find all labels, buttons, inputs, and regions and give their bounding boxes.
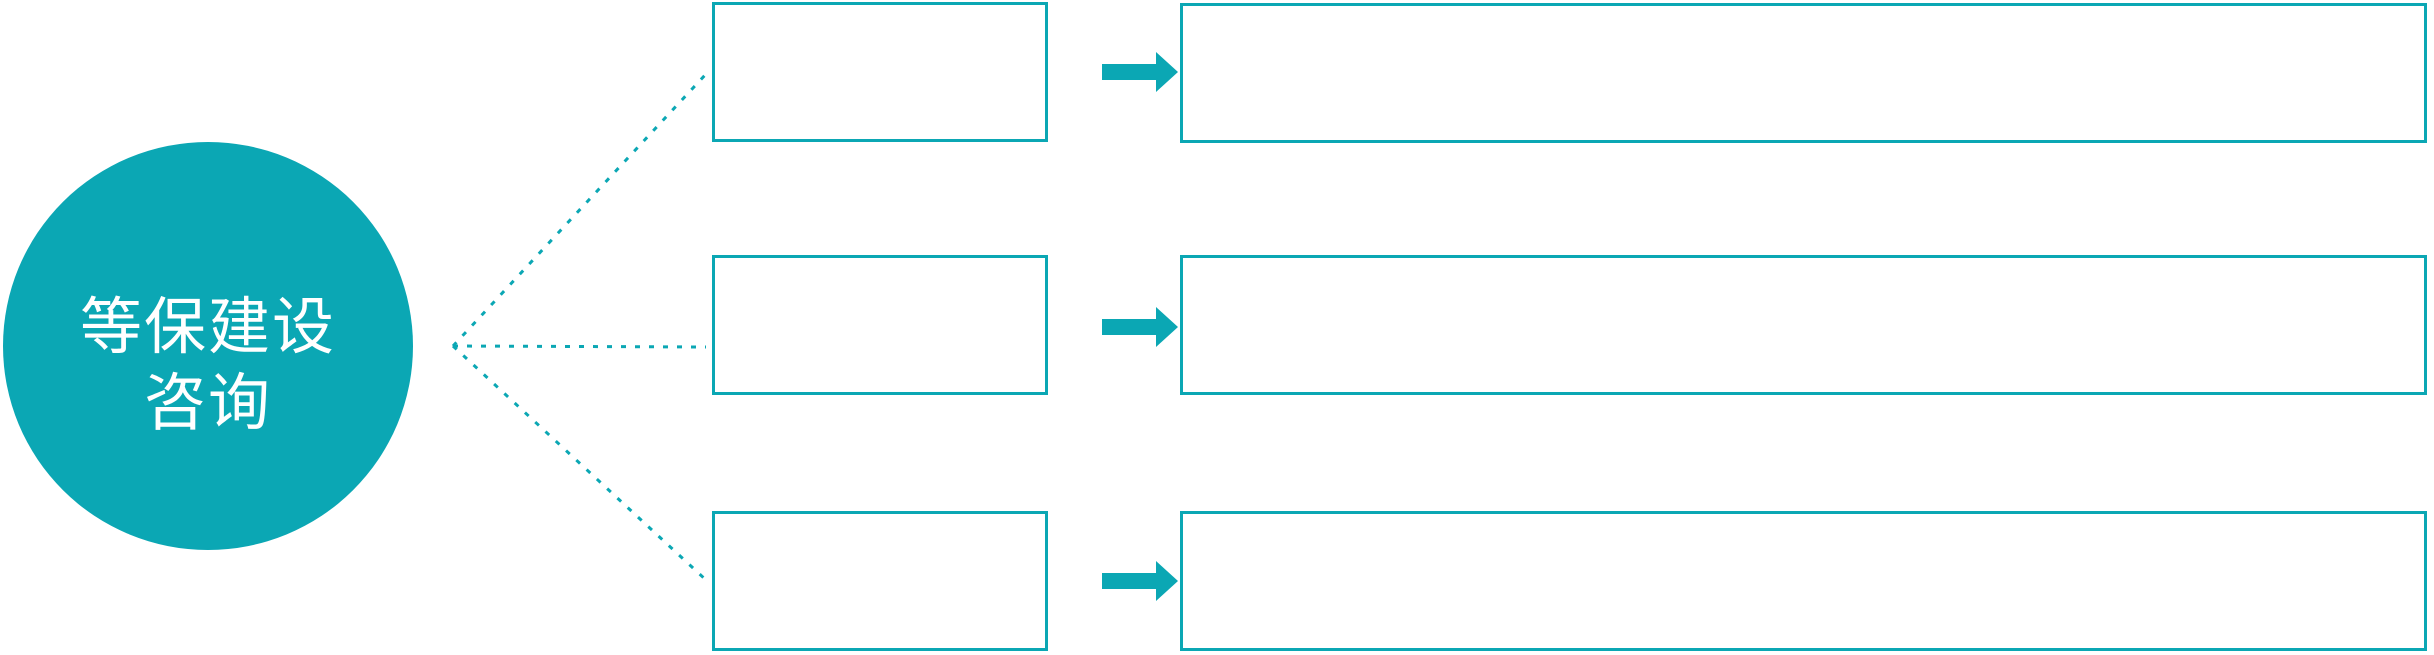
category-box-3 bbox=[712, 511, 1048, 651]
right-arrow-icon bbox=[1102, 52, 1178, 92]
root-node-circle: 等保建设 咨询 bbox=[3, 142, 413, 550]
root-node-label: 等保建设 咨询 bbox=[80, 290, 336, 441]
right-arrow-icon bbox=[1102, 307, 1178, 347]
description-box-3 bbox=[1180, 511, 2427, 651]
description-box-2 bbox=[1180, 255, 2427, 395]
right-arrow-icon bbox=[1102, 561, 1178, 601]
root-node-label-line2: 咨询 bbox=[143, 369, 272, 438]
root-node-label-line1: 等保建设 bbox=[79, 293, 336, 363]
description-box-1 bbox=[1180, 3, 2427, 143]
category-box-1 bbox=[712, 2, 1048, 142]
category-box-2 bbox=[712, 255, 1048, 395]
